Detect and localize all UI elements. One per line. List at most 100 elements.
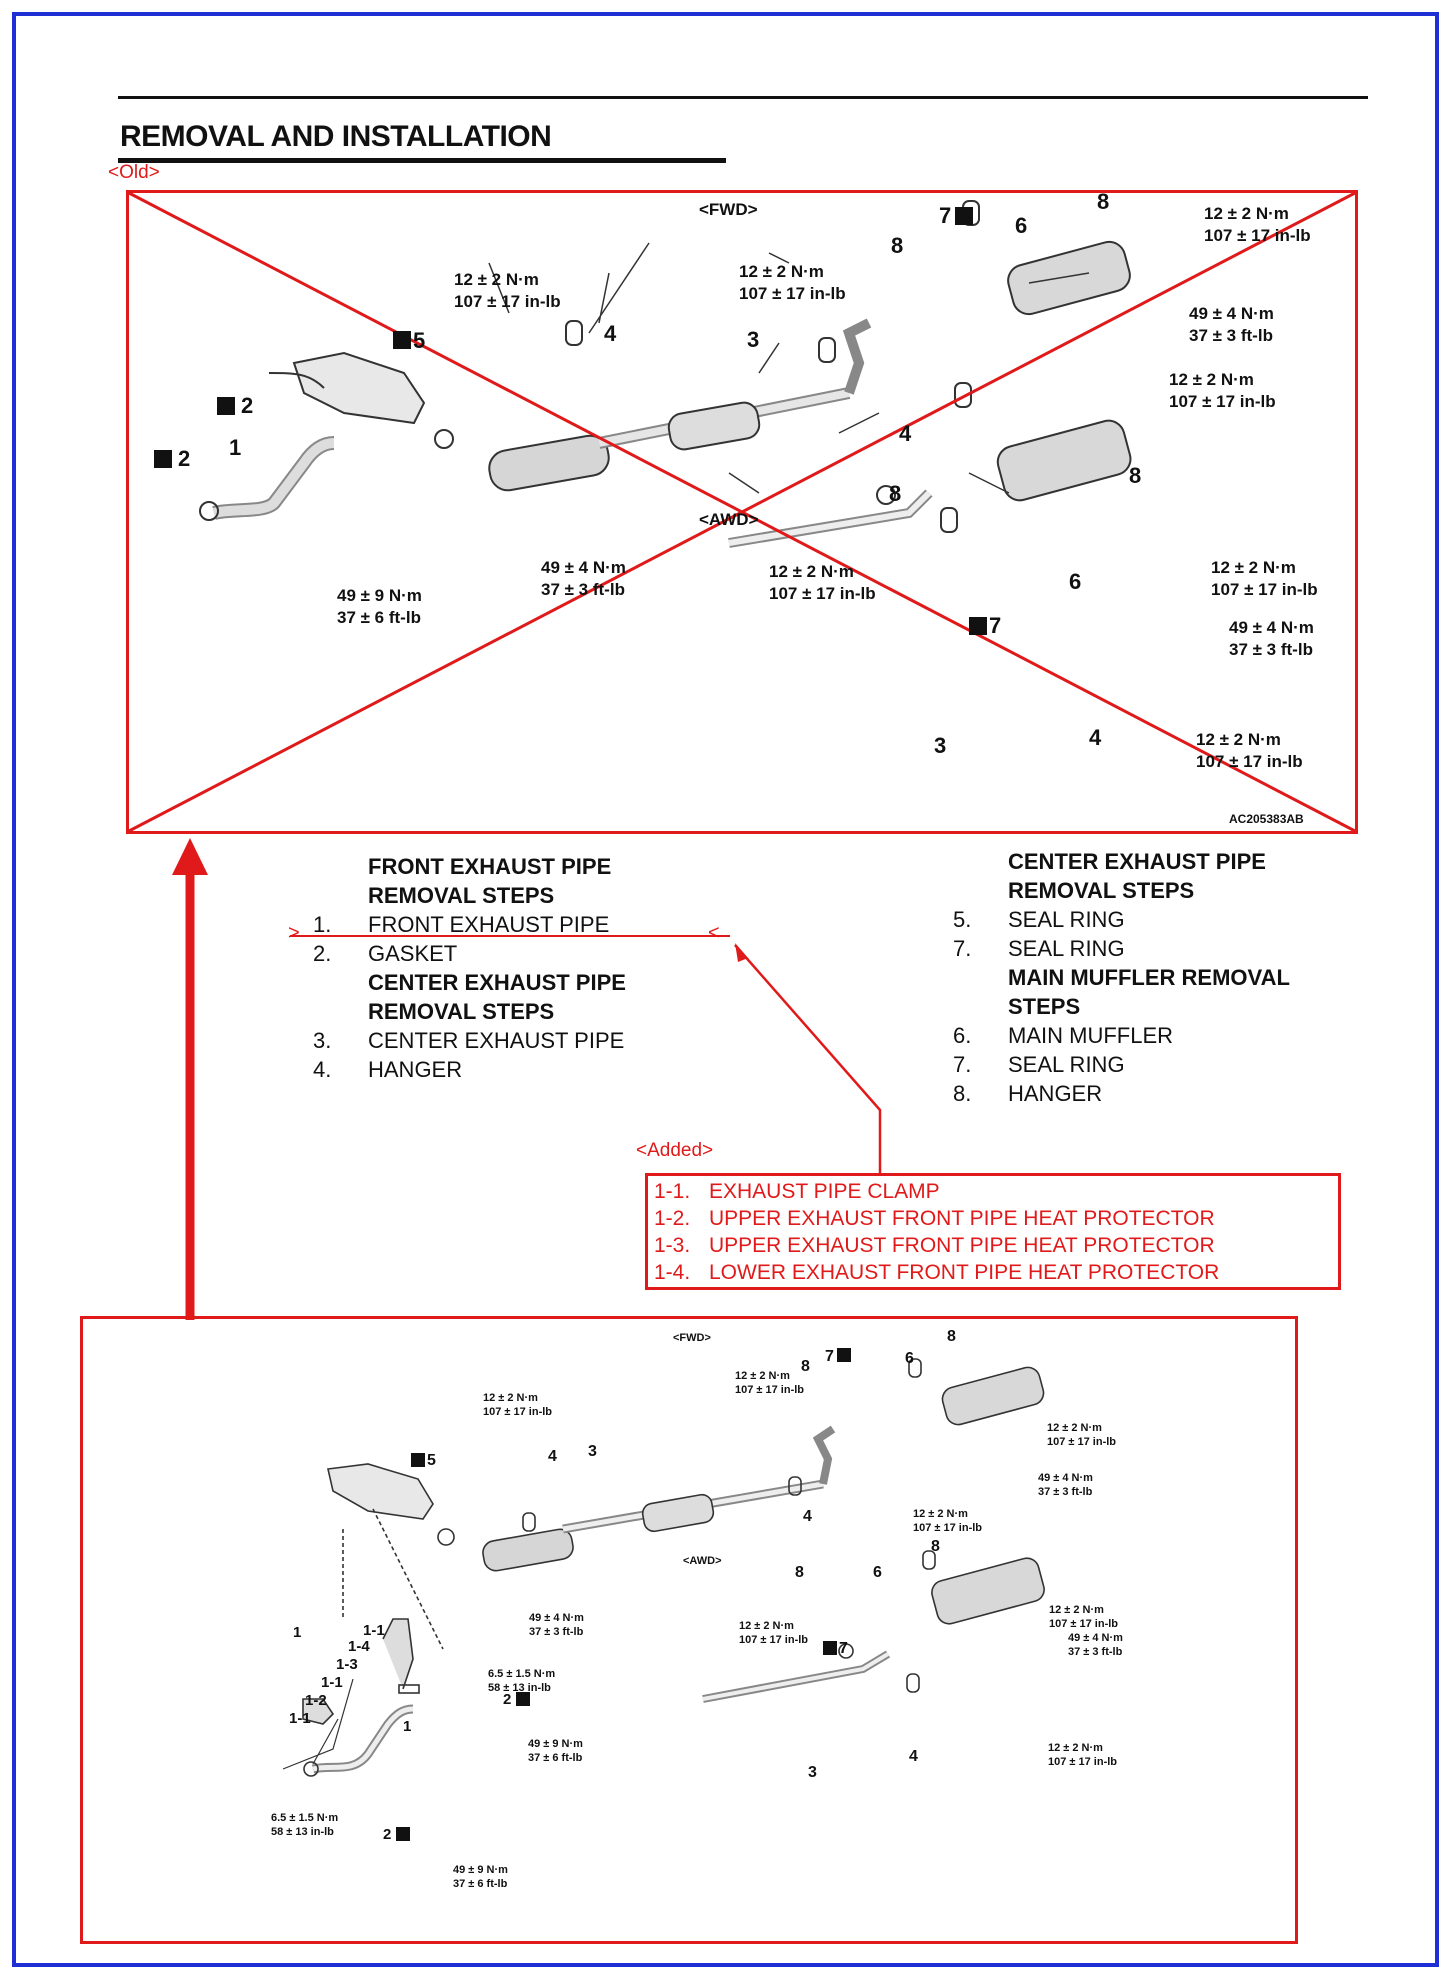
steps-heading: CENTER EXHAUST PIPE bbox=[1008, 849, 1266, 874]
step-num: 3. bbox=[313, 1028, 332, 1053]
gasket-ring bbox=[199, 501, 219, 521]
torque: 12 ± 2 N·m bbox=[739, 1620, 794, 1632]
new-part-icon bbox=[396, 1827, 410, 1841]
torque: 37 ± 6 ft-lb bbox=[528, 1752, 583, 1764]
added-row: 1-1. EXHAUST PIPE CLAMP bbox=[654, 1178, 1332, 1205]
hanger-8b bbox=[954, 382, 972, 408]
callout-4-fwd: 4 bbox=[899, 421, 912, 446]
torque: 107 ± 17 in-lb bbox=[769, 584, 876, 603]
torque: 49 ± 4 N·m bbox=[1038, 1472, 1093, 1484]
callout-7: 7 bbox=[825, 1348, 834, 1365]
callout-2: 2 bbox=[503, 1691, 511, 1708]
title-underline bbox=[118, 158, 726, 163]
hanger-4 bbox=[522, 1512, 536, 1532]
step-label: SEAL RING bbox=[1008, 1052, 1125, 1077]
main-muffler-awd bbox=[931, 1557, 1045, 1625]
callout-6-awd: 6 bbox=[1069, 569, 1081, 594]
awd-label: <AWD> bbox=[683, 1555, 722, 1567]
torque: 12 ± 2 N·m bbox=[1211, 558, 1296, 577]
seal-ring-5 bbox=[437, 1528, 455, 1546]
added-label: EXHAUST PIPE CLAMP bbox=[709, 1180, 940, 1203]
resonator bbox=[641, 1493, 715, 1533]
exhaust-manifold bbox=[292, 351, 426, 425]
callout-4-awd: 4 bbox=[909, 1748, 918, 1765]
gasket-2 bbox=[398, 1684, 420, 1694]
callout-8-awd: 8 bbox=[889, 481, 901, 506]
header-rule bbox=[118, 96, 1368, 99]
new-parts bbox=[282, 1358, 1045, 1777]
old-tag: <Old> bbox=[108, 162, 160, 183]
page-frame bbox=[12, 12, 1439, 1967]
torque: 12 ± 2 N·m bbox=[1048, 1742, 1103, 1754]
new-part-icon bbox=[837, 1348, 851, 1362]
awd-label: <AWD> bbox=[699, 510, 759, 529]
callout-3-awd: 3 bbox=[934, 733, 946, 758]
callout-1-1b: 1-1 bbox=[321, 1674, 343, 1691]
callout-5: 5 bbox=[427, 1452, 436, 1469]
new-part-icon bbox=[217, 397, 235, 415]
step-label: CENTER EXHAUST PIPE bbox=[368, 1028, 625, 1053]
torque: 12 ± 2 N·m bbox=[1169, 370, 1254, 389]
step-row: 7. SEAL RING bbox=[953, 934, 1290, 963]
callout-3-awd: 3 bbox=[808, 1764, 817, 1781]
torque: 37 ± 3 ft-lb bbox=[1038, 1486, 1093, 1498]
new-exhaust-diagram: <FWD> <AWD> 5 3 4 8 7 6 8 4 8 6 8 7 3 4 … bbox=[271, 1328, 1123, 1890]
torque: 49 ± 4 N·m bbox=[1189, 304, 1274, 323]
new-diagram-box: <FWD> <AWD> 5 3 4 8 7 6 8 4 8 6 8 7 3 4 … bbox=[80, 1316, 1298, 1944]
callout-7-awd: 7 bbox=[989, 613, 1001, 638]
step-num: 2. bbox=[313, 941, 332, 966]
step-num: 5. bbox=[953, 907, 972, 932]
step-label: SEAL RING bbox=[1008, 936, 1125, 961]
added-label: LOWER EXHAUST FRONT PIPE HEAT PROTECTOR bbox=[709, 1261, 1220, 1284]
torque: 12 ± 2 N·m bbox=[913, 1508, 968, 1520]
torque: 37 ± 3 ft-lb bbox=[1068, 1646, 1123, 1658]
torque: 12 ± 2 N·m bbox=[739, 262, 824, 281]
torque: 107 ± 17 in-lb bbox=[454, 292, 561, 311]
seal-ring-7 bbox=[838, 1643, 854, 1659]
callout-6: 6 bbox=[1015, 213, 1027, 238]
callout-1: 1 bbox=[293, 1624, 301, 1641]
added-pointer-head bbox=[735, 943, 748, 962]
callout-5: 5 bbox=[413, 328, 425, 353]
callout-8-awd-right: 8 bbox=[1129, 463, 1141, 488]
hanger-4b bbox=[818, 337, 836, 363]
figure-code: AC205383AB bbox=[1229, 812, 1304, 826]
step-num: 6. bbox=[953, 1023, 972, 1048]
added-row: 1-3.UPPER EXHAUST FRONT PIPE HEAT PROTEC… bbox=[654, 1232, 1332, 1259]
torque: 37 ± 6 ft-lb bbox=[337, 608, 421, 627]
torque: 107 ± 17 in-lb bbox=[1196, 752, 1303, 771]
torque: 107 ± 17 in-lb bbox=[1204, 226, 1311, 245]
callout-3: 3 bbox=[588, 1443, 597, 1460]
callout-2b: 2 bbox=[383, 1826, 391, 1843]
seal-ring-5 bbox=[434, 429, 454, 449]
steps-heading: MAIN MUFFLER REMOVAL bbox=[1008, 965, 1290, 990]
step-label: GASKET bbox=[368, 941, 458, 966]
callout-1-4: 1-4 bbox=[348, 1638, 370, 1655]
step-row: 6.MAIN MUFFLER bbox=[953, 1021, 1290, 1050]
torque: 49 ± 4 N·m bbox=[1229, 618, 1314, 637]
torque: 37 ± 3 ft-lb bbox=[1229, 640, 1313, 659]
added-num: 1-1. bbox=[654, 1180, 691, 1203]
hanger-8a bbox=[908, 1358, 922, 1378]
torque: 49 ± 4 N·m bbox=[1068, 1632, 1123, 1644]
steps-heading: CENTER EXHAUST PIPE bbox=[368, 970, 626, 995]
torque: 6.5 ± 1.5 N·m bbox=[488, 1668, 555, 1680]
torque: 37 ± 3 ft-lb bbox=[529, 1626, 584, 1638]
torque: 12 ± 2 N·m bbox=[483, 1392, 538, 1404]
step-row: 2. GASKET bbox=[313, 939, 626, 968]
heat-protector bbox=[382, 1618, 414, 1690]
callout-1b: 1 bbox=[403, 1718, 411, 1735]
added-num: 1-4. bbox=[654, 1261, 691, 1284]
torque: 107 ± 17 in-lb bbox=[1211, 580, 1318, 599]
steps-heading: REMOVAL STEPS bbox=[368, 883, 555, 908]
steps-right: CENTER EXHAUST PIPE REMOVAL STEPS 5.SEAL… bbox=[953, 847, 1290, 1108]
torque: 12 ± 2 N·m bbox=[1196, 730, 1281, 749]
torque: 37 ± 6 ft-lb bbox=[453, 1878, 508, 1890]
steps-heading: STEPS bbox=[1008, 994, 1081, 1019]
step-num: 7. bbox=[953, 936, 972, 961]
old-diagram-box: <FWD> <AWD> AC205383AB 1 2 2 5 4 3 8 7 6… bbox=[126, 189, 1358, 834]
torque: 49 ± 9 N·m bbox=[337, 586, 422, 605]
callout-3: 3 bbox=[747, 327, 759, 352]
torque: 12 ± 2 N·m bbox=[735, 1370, 790, 1382]
old-exhaust-diagram: <FWD> <AWD> AC205383AB 1 2 2 5 4 3 8 7 6… bbox=[128, 189, 1356, 833]
